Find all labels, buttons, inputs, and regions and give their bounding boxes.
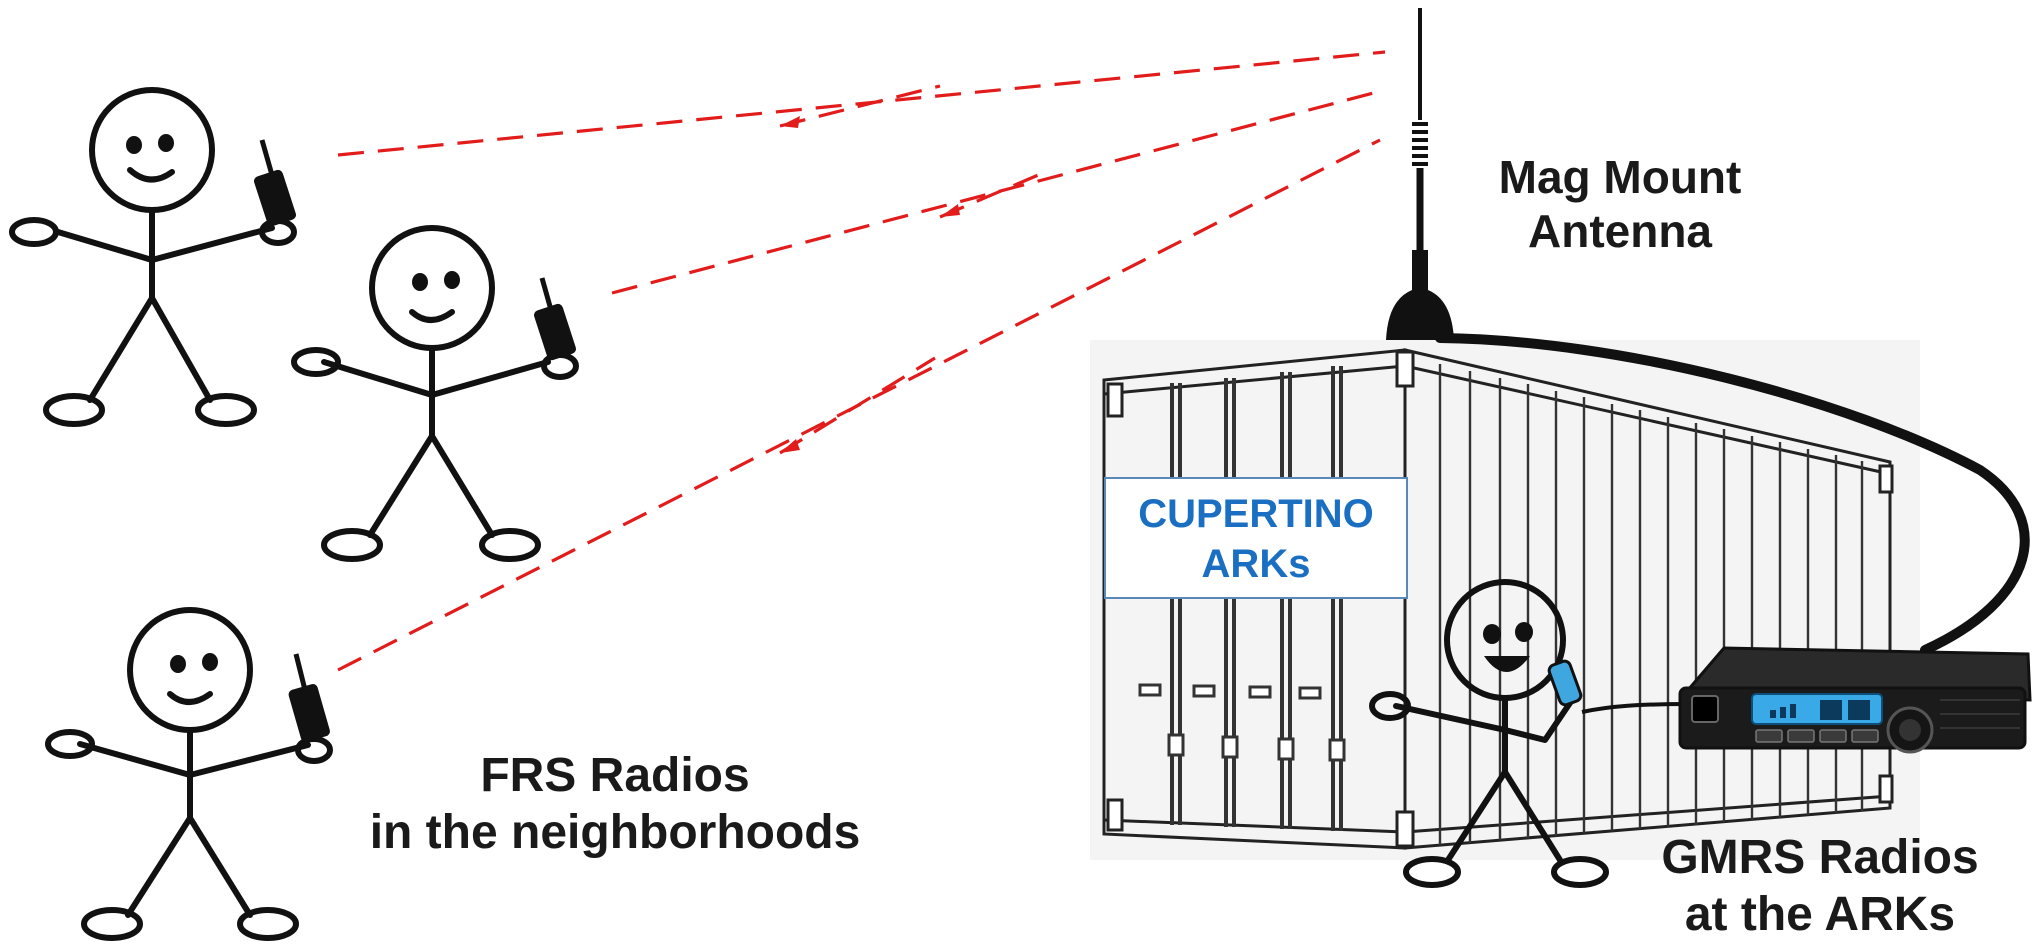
walkie-talkie-icon — [533, 278, 578, 361]
gmrs-label: GMRS Radios at the ARKs — [1600, 830, 2040, 943]
signal-arrow-1 — [780, 116, 800, 128]
walkie-talkie-icon — [253, 140, 298, 227]
stick-figure-icon — [12, 90, 294, 424]
antenna-label-line-1: Mag Mount — [1430, 150, 1810, 204]
antenna-label-line-2: Antenna — [1430, 204, 1810, 258]
stick-figure-icon — [294, 228, 576, 559]
stick-figure-icon — [48, 610, 330, 938]
cupertino-arks-sign: CUPERTINO ARKs — [1104, 477, 1408, 599]
walkie-talkie-icon — [287, 654, 331, 743]
signal-ray-1 — [338, 52, 1385, 155]
signal-ray-3-return — [780, 358, 935, 453]
antenna-label: Mag Mount Antenna — [1430, 150, 1810, 259]
frs-label: FRS Radios in the neighborhoods — [315, 748, 915, 861]
signal-ray-1-return — [780, 86, 940, 126]
sign-line-1: CUPERTINO — [1106, 489, 1406, 539]
shipping-container-icon — [1090, 340, 1920, 860]
gmrs-label-line-2: at the ARKs — [1600, 887, 2040, 944]
gmrs-label-line-1: GMRS Radios — [1600, 830, 2040, 887]
frs-label-line-2: in the neighborhoods — [315, 805, 915, 862]
sign-line-2: ARKs — [1106, 539, 1406, 589]
mobile-radio-icon — [1680, 648, 2030, 752]
frs-label-line-1: FRS Radios — [315, 748, 915, 805]
